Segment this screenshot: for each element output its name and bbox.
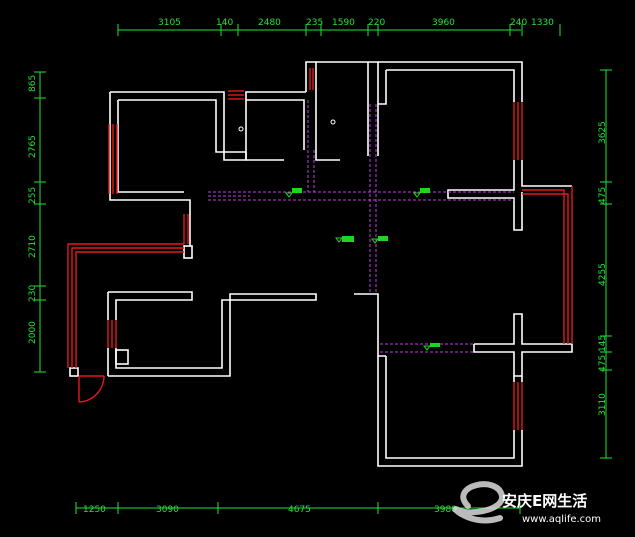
bay-window-right — [522, 186, 573, 344]
dim-right-label: 475 — [598, 355, 608, 372]
dim-bottom-label: 4675 — [288, 505, 311, 515]
dim-right-label: 145 — [598, 335, 608, 352]
dim-top-label: 1590 — [332, 18, 355, 28]
dim-top-label: 235 — [306, 18, 323, 28]
dim-top-label: 1330 — [531, 18, 554, 28]
dim-top-label: 3105 — [158, 18, 181, 28]
dim-top-label: 140 — [216, 18, 233, 28]
dim-left-label: 230 — [28, 285, 38, 302]
left-dimension-labels: 865 2765 255 2710 230 2000 — [28, 75, 38, 344]
beam-lines — [208, 100, 514, 353]
dim-left-label: 2765 — [28, 135, 38, 158]
dim-top-label: 240 — [510, 18, 527, 28]
window-right-lower — [513, 382, 523, 430]
dim-bottom-label: 3090 — [156, 505, 179, 515]
dim-left-label: 2000 — [28, 321, 38, 344]
level-marker-icon — [413, 188, 430, 198]
dim-right-label: 475 — [598, 187, 608, 204]
level-marker-icon — [423, 343, 440, 351]
walls — [69, 61, 573, 467]
dimension-lines — [34, 24, 612, 514]
watermark: 安庆E网生活 www.aqlife.com — [452, 481, 601, 525]
balcony-window-left — [67, 214, 189, 368]
dim-bottom-label: 3980 — [434, 505, 457, 515]
dim-top-label: 2480 — [258, 18, 281, 28]
top-dimension-labels: 3105 140 2480 235 1590 220 3960 240 1330 — [158, 18, 554, 28]
dim-top-label: 3960 — [432, 18, 455, 28]
dim-right-label: 4255 — [598, 263, 608, 286]
window-top-center — [309, 68, 314, 90]
window-left-bedroom — [108, 124, 118, 194]
level-marker-icon — [335, 236, 354, 243]
fixture-symbols — [238, 119, 336, 132]
dim-left-label: 2710 — [28, 235, 38, 258]
dim-bottom-label: 1250 — [83, 505, 106, 515]
ceiling-light-icon — [238, 126, 244, 132]
level-markers — [285, 188, 440, 351]
level-marker-icon — [371, 236, 388, 244]
dim-right-label: 3625 — [598, 121, 608, 144]
window-top-left — [228, 90, 244, 100]
dim-left-label: 865 — [28, 75, 38, 92]
windows — [67, 68, 573, 430]
ceiling-light-icon — [330, 119, 336, 125]
door-swing-entrance — [78, 375, 105, 403]
watermark-url: www.aqlife.com — [522, 514, 601, 525]
right-dimension-labels: 3625 475 4255 145 475 3110 — [598, 121, 608, 416]
bottom-dimension-labels: 1250 3090 4675 3980 — [83, 505, 457, 515]
dim-left-label: 255 — [28, 187, 38, 204]
level-marker-icon — [285, 188, 302, 198]
dim-top-label: 220 — [368, 18, 385, 28]
window-left-lower — [107, 320, 117, 348]
window-right-upper — [513, 102, 523, 160]
watermark-brand: 安庆E网生活 — [502, 492, 587, 510]
dim-right-label: 3110 — [598, 393, 608, 416]
watermark-e-logo-icon — [452, 481, 505, 524]
